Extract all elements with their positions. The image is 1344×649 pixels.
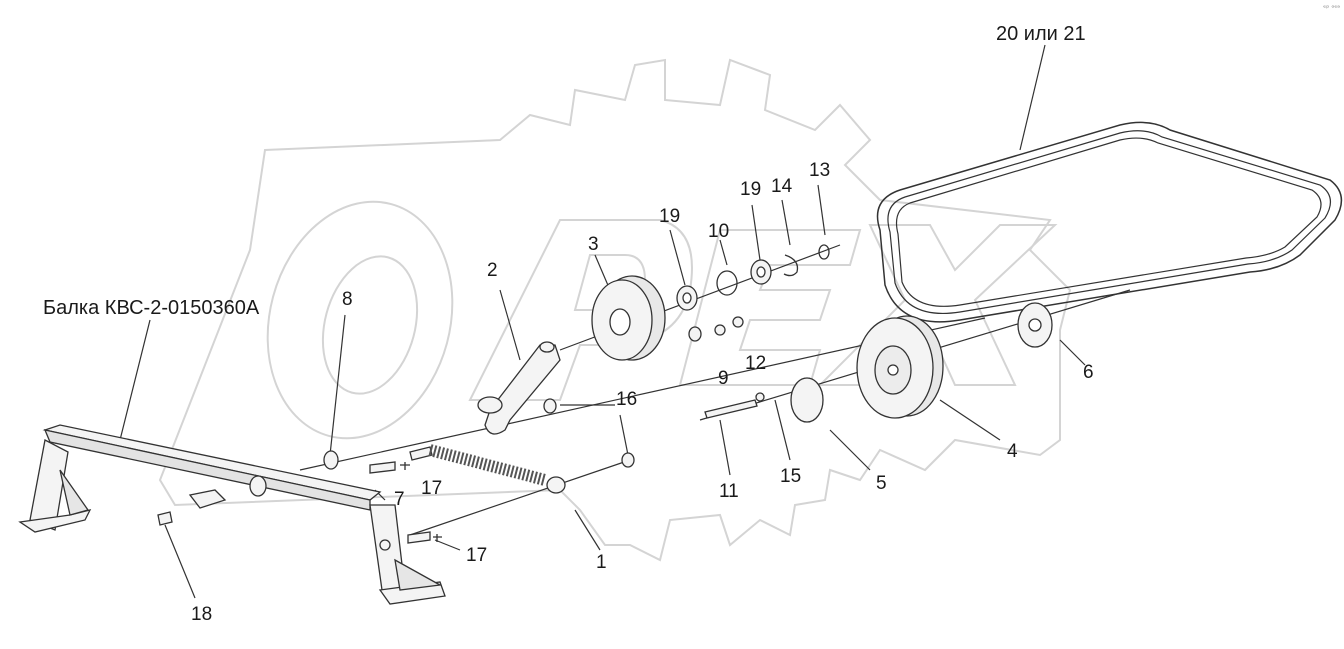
v-belt-inner	[887, 130, 1331, 314]
logo-e-icon	[678, 229, 862, 386]
pin-17a	[369, 461, 396, 474]
label-belt: 20 или 21	[996, 23, 1086, 45]
label-part-2: 2	[487, 260, 498, 281]
spring-1	[409, 444, 566, 494]
leader-19a	[669, 229, 686, 286]
cotter-17b	[433, 534, 442, 542]
label-part-12: 12	[745, 353, 767, 374]
leader-belt	[1019, 44, 1046, 151]
leader-16b	[619, 414, 629, 456]
washer-9	[688, 326, 702, 342]
flange-5	[790, 377, 824, 423]
logo-o-inner-icon	[321, 255, 419, 395]
beam-foot-left	[18, 509, 92, 533]
bolt-11	[704, 399, 758, 419]
corner-mark: ᵉᵖ ᵒᵉᵃ	[1323, 4, 1340, 12]
label-part-18: 18	[191, 604, 213, 625]
leader-15	[774, 399, 791, 461]
logo-o-outer-icon	[266, 200, 454, 440]
label-part-13: 13	[809, 160, 831, 181]
beam-frame	[18, 424, 446, 605]
nut-15	[755, 392, 765, 402]
label-part-8: 8	[342, 289, 353, 310]
tension-arm	[484, 344, 561, 435]
logo-x-icon	[817, 224, 1058, 386]
label-beam: Балка КВС-2-0150360А	[43, 297, 260, 319]
bearing-19b-bore	[756, 266, 766, 278]
washer-8	[323, 450, 339, 470]
axis-line-spring	[409, 459, 631, 536]
label-part-17b: 17	[466, 545, 488, 566]
pin-17b	[407, 531, 431, 544]
cotter-17a	[400, 462, 410, 470]
label-part-14: 14	[771, 176, 793, 197]
leader-2	[499, 289, 521, 361]
washer-16a	[543, 398, 557, 414]
gear-outline-icon	[158, 58, 1072, 562]
leader-1	[574, 509, 601, 551]
label-part-9: 9	[718, 368, 729, 389]
label-part-4: 4	[1007, 441, 1018, 462]
label-part-17a: 17	[421, 478, 443, 499]
v-belt-inner2	[895, 137, 1322, 307]
leader-4	[939, 399, 1001, 441]
leader-8	[329, 314, 346, 456]
leader-5	[829, 429, 871, 471]
beam-brace-left	[59, 469, 90, 516]
ring-13	[818, 244, 830, 260]
tension-arm-pin	[539, 341, 555, 353]
label-part-10: 10	[708, 221, 730, 242]
leader-18	[164, 524, 196, 599]
label-part-1: 1	[596, 552, 607, 573]
beam-hole	[379, 539, 391, 551]
tension-arm-bushing	[477, 396, 503, 414]
beam-leg-left	[29, 439, 69, 531]
label-part-15: 15	[780, 466, 802, 487]
beam-brace-right	[394, 558, 443, 591]
label-part-6: 6	[1083, 362, 1094, 383]
label-part-5: 5	[876, 473, 887, 494]
label-part-19b: 19	[740, 179, 762, 200]
sleeve-7	[249, 475, 267, 497]
grease-fitting-18	[157, 511, 173, 526]
idler-pulley-hub	[609, 308, 631, 336]
washer-16b	[621, 452, 635, 468]
leader-beam	[119, 319, 151, 441]
leader-17b	[434, 539, 461, 551]
ring-10	[716, 270, 738, 296]
label-part-3: 3	[588, 234, 599, 255]
bearing-19a-bore	[682, 292, 692, 304]
leader-14	[781, 199, 791, 246]
label-part-16: 16	[616, 389, 638, 410]
leader-6	[1059, 339, 1086, 366]
leader-11	[719, 419, 731, 476]
label-part-7: 7	[394, 489, 405, 510]
nut-12b	[732, 316, 744, 328]
leader-13	[817, 184, 826, 236]
nut-12a	[714, 324, 726, 336]
label-part-19a: 19	[659, 206, 681, 227]
leader-10	[719, 239, 728, 266]
leader-19b	[751, 204, 761, 261]
label-part-11: 11	[719, 481, 739, 502]
parts	[157, 244, 1053, 544]
drawing-lines	[119, 44, 1343, 599]
snap-ring-14	[783, 254, 799, 277]
v-belt	[876, 121, 1343, 323]
beam-bracket	[188, 489, 227, 509]
